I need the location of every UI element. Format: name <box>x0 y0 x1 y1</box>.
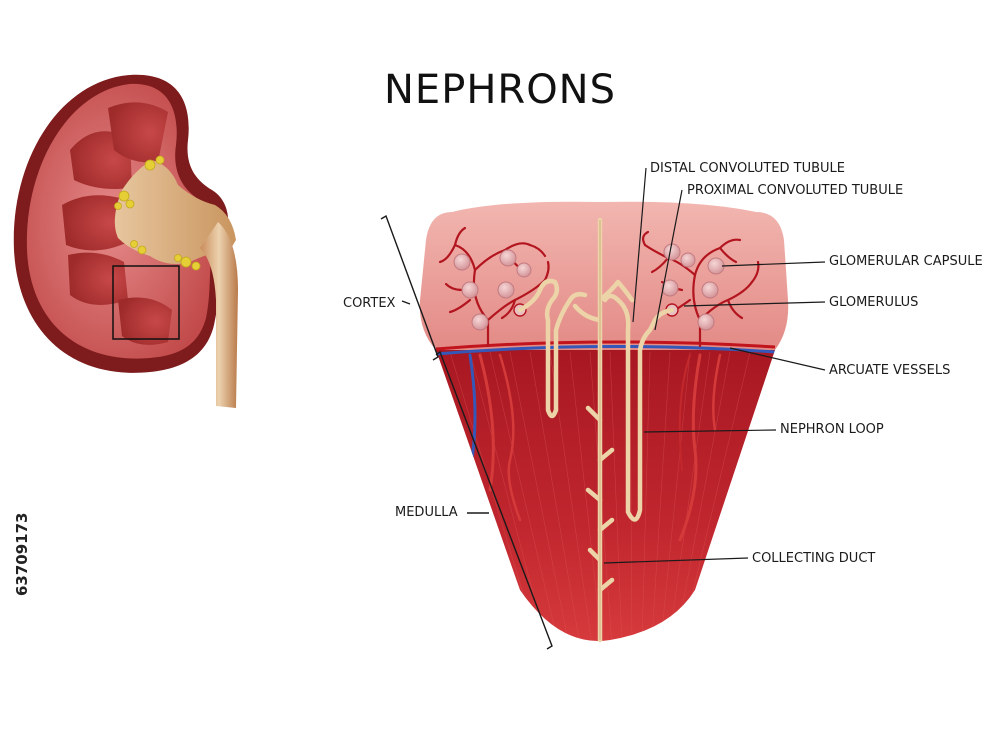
nephron-section <box>419 201 789 643</box>
zoom-box <box>112 265 180 340</box>
label-glomerulus: GLOMERULUS <box>829 295 919 310</box>
kidney-pyramid <box>62 195 132 251</box>
label-collecting-duct: COLLECTING DUCT <box>752 551 876 566</box>
medulla-region <box>436 350 775 641</box>
kidney-pyramid <box>118 297 172 345</box>
stock-image-id: 63709173 <box>13 512 31 597</box>
kidney-illustration <box>13 74 238 408</box>
ureter <box>200 222 238 408</box>
kidney-pyramid <box>108 102 168 163</box>
leader-lines <box>603 167 826 564</box>
region-brackets <box>380 214 553 650</box>
label-medulla: MEDULLA <box>395 505 458 520</box>
page-title: NEPHRONS <box>384 66 616 113</box>
label-nephron-loop: NEPHRON LOOP <box>780 422 884 437</box>
label-distal-convoluted-tubule: DISTAL CONVOLUTED TUBULE <box>650 161 845 176</box>
label-proximal-convoluted-tubule: PROXIMAL CONVOLUTED TUBULE <box>687 183 904 198</box>
label-arcuate-vessels: ARCUATE VESSELS <box>829 363 951 378</box>
glomerular-capsules <box>453 243 725 331</box>
label-glomerular-capsule: GLOMERULAR CAPSULE <box>829 254 983 269</box>
arcuate-vein <box>435 344 776 356</box>
arcuate-artery <box>435 340 776 351</box>
kidney-pyramid <box>68 252 128 305</box>
label-cortex: CORTEX <box>343 296 396 311</box>
kidney-pelvis <box>114 160 236 264</box>
renal-fat-deposits <box>114 155 201 271</box>
